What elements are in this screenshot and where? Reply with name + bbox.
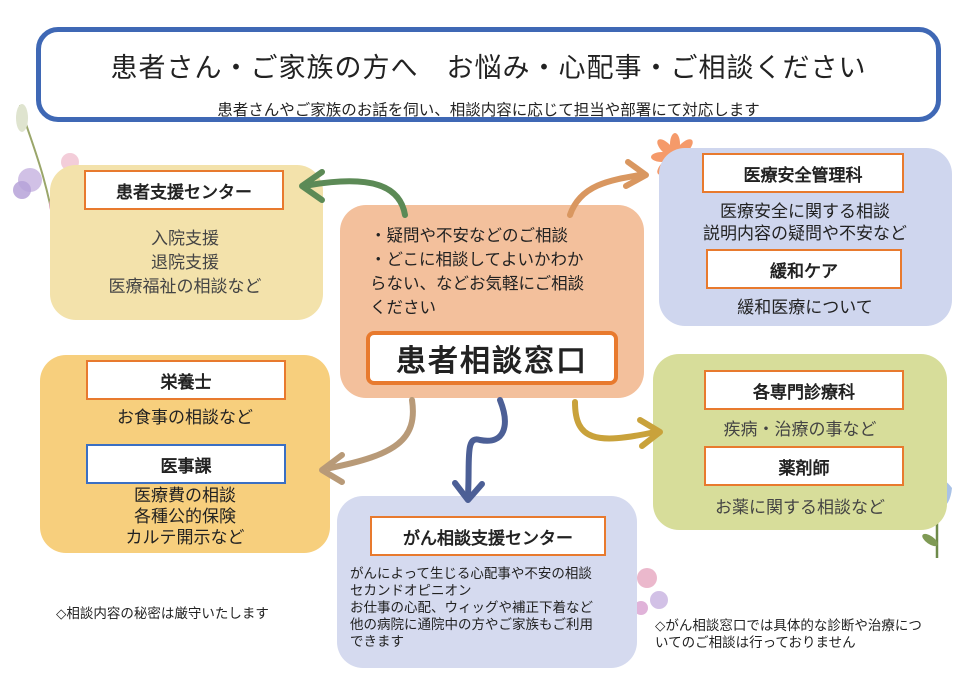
nutritionist-text: お食事の相談など (117, 408, 253, 428)
medical-affairs-item: カルテ開示など (125, 528, 245, 548)
page-title: 患者さん・ご家族の方へ お悩み・心配事・ご相談ください (110, 53, 867, 84)
arrow-to-departments (572, 399, 658, 442)
cancer-line: できます (350, 634, 404, 650)
medical-affairs-label: 医事課 (86, 444, 286, 484)
arrow-to-nutrition (327, 397, 416, 471)
support-item: 医療福祉の相談など (108, 277, 262, 297)
consultation-description: ・疑問や不安などのご相談 ・どこに相談してよいかわか らない、などお気軽にご相談… (370, 224, 640, 320)
consultation-bullet: ・疑問や不安などのご相談 (370, 226, 568, 245)
flower-icon (634, 568, 668, 615)
medical-affairs-item: 各種公的保険 (134, 507, 236, 527)
departments-text: 疾病・治療の事など (723, 420, 877, 440)
palliative-text: 緩和医療について (737, 298, 873, 318)
cancer-line: 他の病院に通院中の方やご家族もご利用 (350, 617, 593, 633)
safety-item: 医療安全に関する相談 (720, 202, 890, 222)
cancer-disclaimer-note: ◇がん相談窓口では具体的な診断や治療につ いてのご相談は行っておりません (655, 618, 955, 652)
arrow-to-safety (567, 172, 643, 218)
consultation-bullet: ください (370, 298, 436, 317)
support-center-text: 入院支援 退院支援 医療福祉の相談など (60, 227, 310, 299)
consultation-bullet: ・どこに相談してよいかわか (370, 250, 584, 269)
medical-affairs-item: 医療費の相談 (134, 486, 236, 506)
patient-consultation-desk-label: 患者相談窓口 (366, 331, 618, 385)
cancer-center-text: がんによって生じる心配事や不安の相談 セカンドオピニオン お仕事の心配、ウィッグ… (350, 566, 640, 651)
safety-text: 医療安全に関する相談 説明内容の疑問や不安など (670, 201, 940, 245)
cancer-line: セカンドオピニオン (350, 583, 472, 599)
arrow-to-support (307, 178, 408, 218)
support-item: 退院支援 (151, 253, 219, 273)
cancer-line: がんによって生じる心配事や不安の相談 (350, 566, 592, 582)
support-center-label: 患者支援センター (84, 170, 284, 210)
page-subtitle: 患者さんやご家族のお話を伺い、相談内容に応じて担当や部署にて対応します (217, 101, 760, 119)
disclaimer-line: いてのご相談は行っておりません (655, 635, 856, 651)
consultation-bullet: らない、などお気軽にご相談 (370, 274, 585, 293)
safety-item: 説明内容の疑問や不安など (703, 224, 907, 244)
safety-label: 医療安全管理科 (702, 153, 904, 193)
cancer-line: お仕事の心配、ウィッグや補正下着など (350, 600, 593, 616)
cancer-center-label: がん相談支援センター (370, 516, 606, 556)
departments-label: 各専門診療科 (704, 370, 904, 410)
pharmacist-label: 薬剤師 (704, 446, 904, 486)
header-banner: 患者さん・ご家族の方へ お悩み・心配事・ご相談ください 患者さんやご家族のお話を… (36, 27, 941, 122)
medical-affairs-text: 医療費の相談 各種公的保険 カルテ開示など (60, 486, 310, 549)
arrow-to-cancer (465, 397, 508, 498)
support-item: 入院支援 (151, 229, 219, 249)
confidentiality-note: ◇相談内容の秘密は厳守いたします (56, 606, 269, 622)
disclaimer-line: ◇がん相談窓口では具体的な診断や治療につ (655, 618, 922, 634)
nutritionist-label: 栄養士 (86, 360, 286, 400)
palliative-label: 緩和ケア (706, 249, 902, 289)
pharmacist-text: お薬に関する相談など (715, 498, 885, 518)
